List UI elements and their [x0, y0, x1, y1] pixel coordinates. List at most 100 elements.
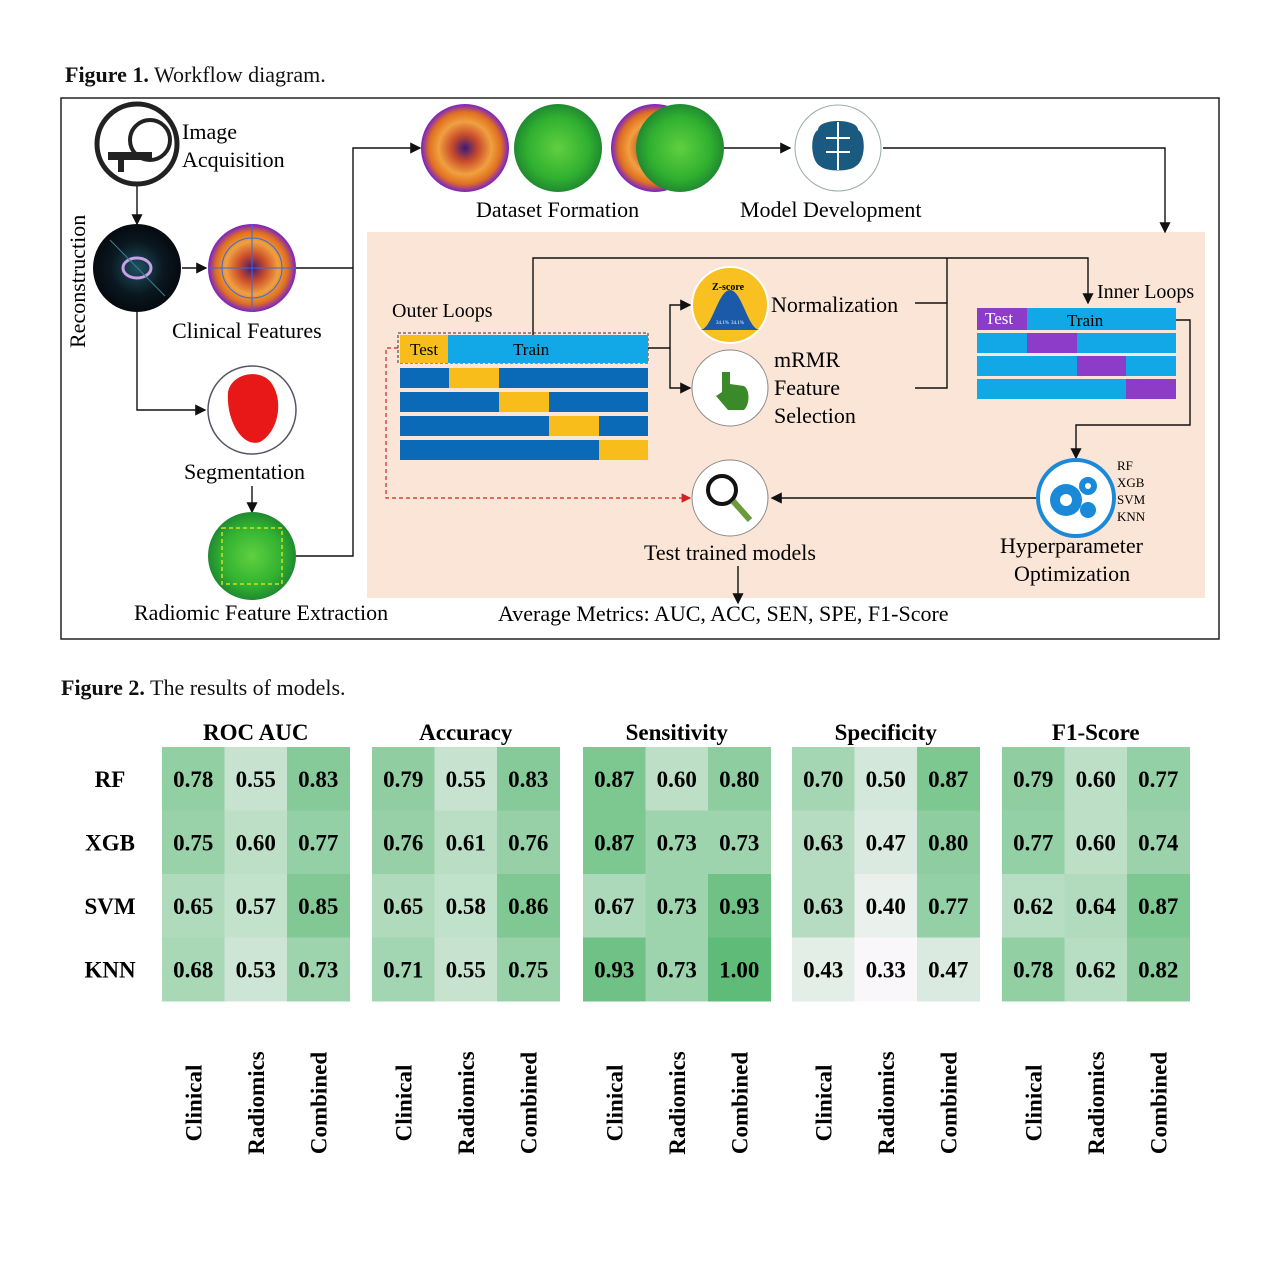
dataset-formation-label: Dataset Formation: [476, 197, 639, 222]
heatmap-cell: [287, 747, 350, 811]
inner-train-block: [1027, 308, 1176, 330]
cell-value: 0.82: [1138, 957, 1178, 982]
outer-folds: [400, 368, 648, 460]
cell-value: 0.87: [594, 830, 634, 855]
figure1-caption-text: Workflow diagram.: [148, 62, 326, 87]
zscore-right-pct: 34.1%: [731, 321, 744, 326]
figure1-frame: [60, 97, 1220, 640]
cell-value: 0.63: [803, 830, 843, 855]
figure2-caption-text: The results of models.: [144, 675, 346, 700]
heatmap-cell: [434, 747, 498, 811]
cell-value: 0.86: [508, 894, 548, 919]
cell-value: 0.65: [383, 894, 423, 919]
column-label: Radiomics: [1084, 1051, 1109, 1155]
mrmr-label-2: Feature: [774, 375, 840, 400]
heatmap-cell: [434, 810, 498, 875]
cell-value: 0.83: [508, 767, 548, 792]
heatmap-cell: [792, 810, 855, 875]
clinical-features-label: Clinical Features: [172, 318, 322, 343]
cell-value: 0.43: [803, 957, 843, 982]
cell-value: 0.87: [928, 767, 968, 792]
inner-train-label: Train: [1067, 311, 1104, 330]
heatmap-cell: [645, 747, 709, 811]
heatmap-cell: [497, 747, 560, 811]
heatmap-cell: [708, 810, 771, 875]
row-label: XGB: [85, 830, 135, 855]
heatmap-cell: [917, 937, 980, 1002]
panel-title: Specificity: [835, 720, 938, 745]
panel-title: Sensitivity: [626, 720, 729, 745]
cell-value: 0.83: [298, 767, 338, 792]
cell-value: 0.74: [1138, 830, 1179, 855]
figure2-caption: Figure 2. The results of models.: [61, 675, 346, 701]
cell-value: 0.63: [803, 894, 843, 919]
heatmap-cell: [372, 810, 435, 875]
model-label-xgb: XGB: [1117, 475, 1145, 490]
heatmap-cell: [792, 747, 855, 811]
heatmap-cell: [1064, 937, 1128, 1002]
model-development-label: Model Development: [740, 197, 921, 222]
cell-value: 0.77: [1138, 767, 1178, 792]
cell-value: 0.53: [236, 957, 276, 982]
cell-value: 0.87: [1138, 894, 1178, 919]
cell-value: 0.50: [866, 767, 906, 792]
magnifier-icon: [691, 459, 769, 537]
average-metrics-label: Average Metrics: AUC, ACC, SEN, SPE, F1-…: [498, 601, 949, 626]
heatmap-cell: [1002, 937, 1065, 1002]
model-label-knn: KNN: [1117, 509, 1146, 524]
heatmap-cell: [1002, 874, 1065, 938]
cell-value: 0.60: [1076, 767, 1116, 792]
heatmap-cell: [224, 937, 288, 1002]
outer-test-label: Test: [410, 340, 438, 359]
outer-loops-label: Outer Loops: [392, 300, 493, 322]
heatmap-cell: [434, 874, 498, 938]
cell-value: 0.60: [236, 830, 276, 855]
heatmap-cell: [162, 747, 225, 811]
cell-value: 0.62: [1076, 957, 1116, 982]
inner-folds: [977, 333, 1176, 399]
panel-title: F1-Score: [1052, 720, 1140, 745]
mrmr-label-3: Selection: [774, 403, 856, 428]
cell-value: 0.58: [446, 894, 486, 919]
cell-value: 0.60: [1076, 830, 1116, 855]
cell-value: 0.65: [173, 894, 213, 919]
image-acquisition-label-1: Image: [182, 119, 237, 144]
heatmap-cell: [917, 810, 980, 875]
column-label: Radiomics: [454, 1051, 479, 1155]
cell-value: 0.79: [383, 767, 423, 792]
inner-loops-label: Inner Loops: [1097, 281, 1194, 303]
cell-value: 0.78: [1013, 957, 1053, 982]
column-label: Radiomics: [874, 1051, 899, 1155]
cell-value: 0.75: [508, 957, 548, 982]
cell-value: 0.77: [1013, 830, 1053, 855]
heatmap-cell: [287, 874, 350, 938]
cell-value: 0.67: [594, 894, 634, 919]
segmentation-label: Segmentation: [184, 459, 305, 484]
heatmap-cell: [1064, 747, 1128, 811]
cell-value: 0.73: [719, 830, 759, 855]
heatmap-cell: [1127, 810, 1190, 875]
cell-value: 0.80: [928, 830, 968, 855]
test-trained-models-label: Test trained models: [644, 540, 816, 565]
cell-value: 0.78: [173, 767, 213, 792]
heatmap-cell: [1064, 810, 1128, 875]
hyperparameter-label-1: Hyperparameter: [1000, 533, 1144, 558]
heatmap-cell: [583, 747, 646, 811]
panel-title: Accuracy: [419, 720, 513, 745]
heatmap-cell: [708, 937, 771, 1002]
cell-value: 0.73: [657, 894, 697, 919]
cell-value: 0.76: [508, 830, 548, 855]
heatmap-cell: [645, 937, 709, 1002]
cell-value: 0.55: [236, 767, 276, 792]
heatmap-cell: [372, 937, 435, 1002]
cell-value: 0.77: [928, 894, 968, 919]
image-acquisition-label-2: Acquisition: [182, 147, 285, 172]
column-label: Clinical: [1021, 1065, 1046, 1142]
cell-value: 0.77: [298, 830, 338, 855]
model-label-svm: SVM: [1117, 492, 1146, 507]
heatmap-cell: [224, 874, 288, 938]
normalization-label: Normalization: [771, 292, 898, 317]
cell-value: 0.57: [236, 894, 276, 919]
cell-value: 0.64: [1076, 894, 1117, 919]
heatmap-cell: [162, 874, 225, 938]
